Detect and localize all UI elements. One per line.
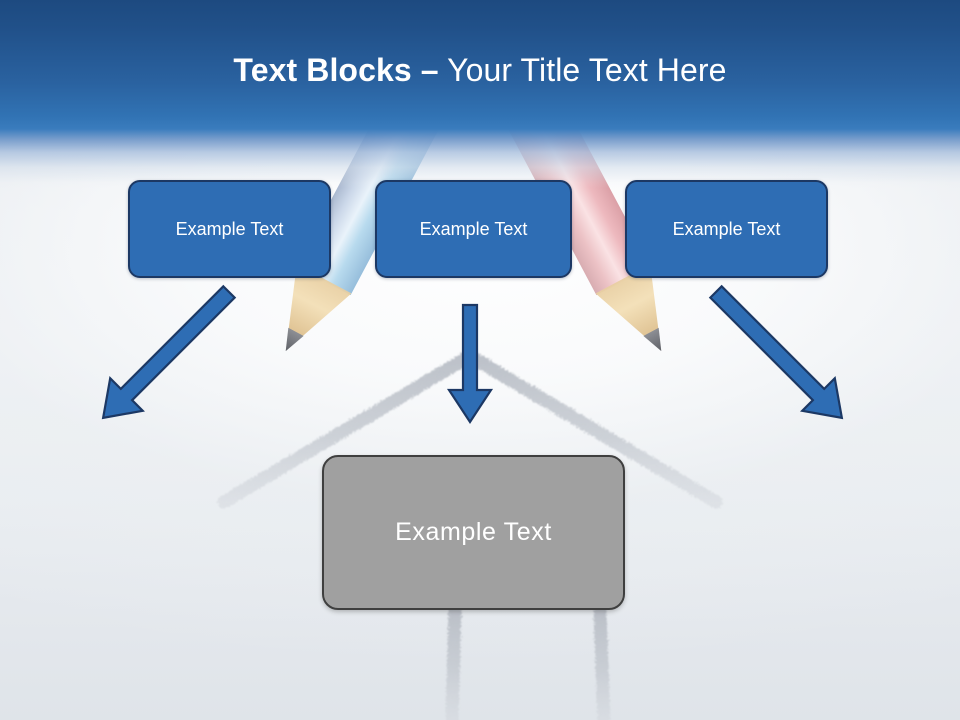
page-title-bold: Text Blocks – xyxy=(233,52,439,88)
page-title-regular: Your Title Text Here xyxy=(438,52,727,88)
text-block-3[interactable]: Example Text xyxy=(625,180,828,278)
text-block-2-label: Example Text xyxy=(419,218,528,239)
result-text-block[interactable]: Example Text xyxy=(322,455,625,610)
text-block-3-label: Example Text xyxy=(672,218,781,239)
text-block-1-label: Example Text xyxy=(175,218,284,239)
text-block-1[interactable]: Example Text xyxy=(128,180,331,278)
result-text-block-label: Example Text xyxy=(395,518,552,546)
text-block-2[interactable]: Example Text xyxy=(375,180,572,278)
page-title: Text Blocks – Your Title Text Here xyxy=(0,50,960,90)
